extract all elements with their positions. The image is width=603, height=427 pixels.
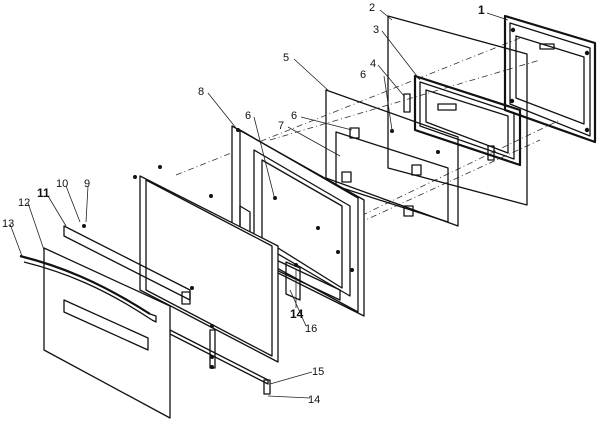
part-4-retainer-bracket bbox=[403, 93, 411, 113]
callout-6-top: 6 bbox=[360, 69, 366, 81]
callout-6-middle: 6 bbox=[291, 110, 297, 122]
callout-5: 5 bbox=[283, 52, 289, 64]
part-11-handle-bracket bbox=[63, 224, 194, 305]
part-2-outer-glass bbox=[387, 15, 528, 206]
callout-12: 12 bbox=[18, 197, 30, 209]
part-1-outer-door-frame bbox=[503, 14, 597, 144]
callout-leader-lines bbox=[9, 9, 509, 399]
callout-14-lower: 14 bbox=[308, 394, 320, 406]
callout-10: 10 bbox=[56, 178, 68, 190]
callout-4: 4 bbox=[370, 58, 376, 70]
callout-6-left: 6 bbox=[245, 110, 251, 122]
part-12-outer-door-panel bbox=[19, 247, 171, 419]
callout-1: 1 bbox=[478, 3, 485, 17]
callout-labels: 1 2 3 4 5 6 6 6 7 8 9 10 11 12 13 14 14 … bbox=[2, 2, 485, 406]
callout-14-upper: 14 bbox=[290, 307, 304, 321]
callout-2: 2 bbox=[369, 2, 375, 14]
callout-13: 13 bbox=[2, 218, 14, 230]
part-7-heat-shield bbox=[335, 127, 449, 223]
callout-11: 11 bbox=[37, 186, 50, 200]
callout-15: 15 bbox=[312, 366, 324, 378]
callout-8: 8 bbox=[198, 86, 204, 98]
part-3-window-gasket bbox=[413, 74, 522, 167]
part-5-inner-glass bbox=[325, 89, 459, 227]
callout-16: 16 bbox=[305, 323, 317, 335]
callout-3: 3 bbox=[373, 24, 379, 36]
callout-9: 9 bbox=[84, 178, 90, 190]
middle-glass-panel bbox=[133, 165, 279, 363]
part-8-inner-door-liner bbox=[231, 125, 365, 317]
callout-7: 7 bbox=[278, 120, 284, 132]
